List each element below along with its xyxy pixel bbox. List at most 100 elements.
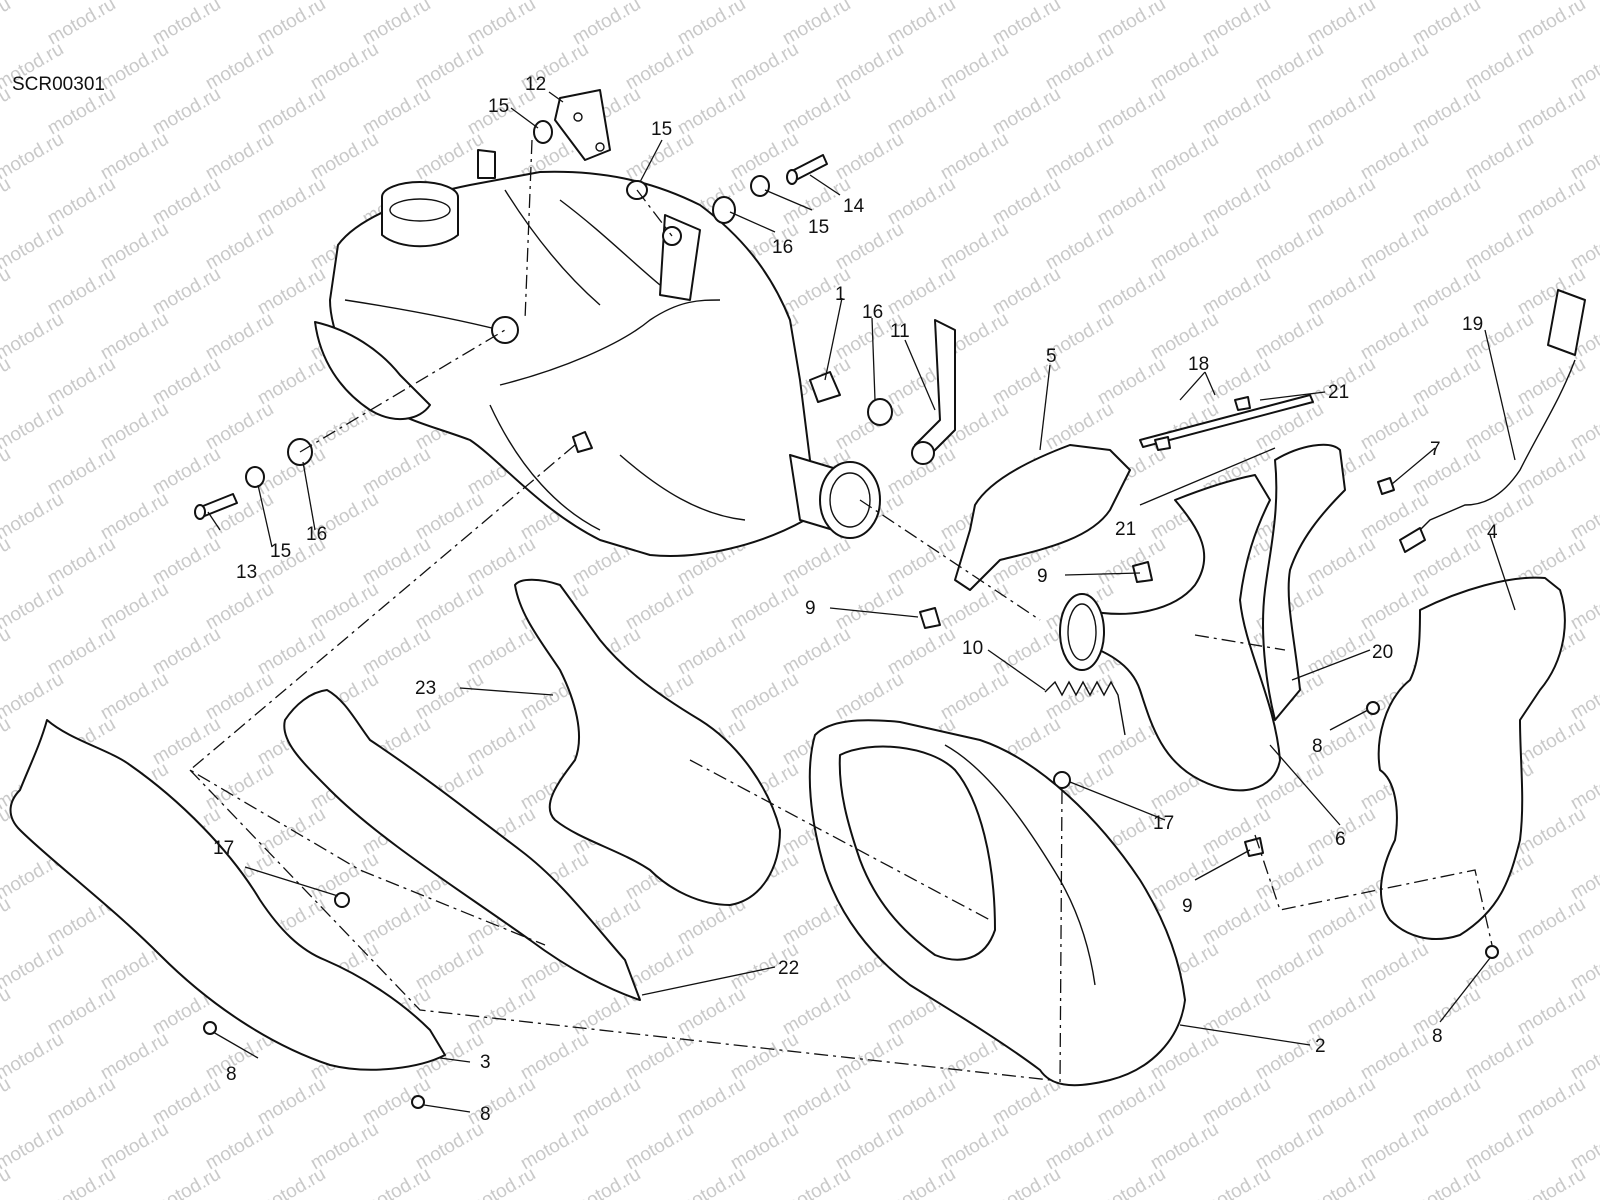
assembly-guide-lines: [188, 139, 1493, 1086]
callout-20: 20: [1372, 642, 1393, 663]
heat-shield-5: [954, 444, 1131, 591]
watermark-text: motod.ru: [989, 1164, 1064, 1200]
callout-13: 13: [236, 562, 257, 583]
watermark-text: motod.ru: [1304, 1164, 1379, 1200]
watermark-text: motod.ru: [254, 1164, 329, 1200]
watermark-text: motod.ru: [0, 579, 67, 635]
watermark-text: motod.ru: [0, 624, 14, 680]
grommet-17-b: [334, 892, 350, 908]
callout-17-left: 17: [213, 838, 234, 859]
callout-19: 19: [1462, 314, 1483, 335]
callout-21-left: 21: [1115, 519, 1136, 540]
watermark-text: motod.ru: [1567, 489, 1600, 545]
watermark-text: motod.ru: [359, 1164, 434, 1200]
callout-1: 1: [835, 284, 846, 305]
screw-8-a: [1366, 701, 1380, 715]
watermark-text: motod.ru: [1567, 39, 1600, 95]
callout-15-left: 15: [270, 541, 291, 562]
watermark-text: motod.ru: [1567, 849, 1600, 905]
watermark-text: motod.ru: [1514, 1164, 1589, 1200]
spring-10: [1044, 680, 1126, 736]
callout-10: 10: [962, 638, 983, 659]
screw-8-c: [203, 1021, 217, 1035]
callout-8-bottom: 8: [480, 1104, 491, 1125]
watermark-text: motod.ru: [1199, 1164, 1274, 1200]
watermark-text: motod.ru: [0, 669, 67, 725]
watermark-text: motod.ru: [1567, 759, 1600, 815]
watermark-text: motod.ru: [0, 1029, 67, 1085]
left-fairing-3: [9, 719, 446, 1071]
washer-15-c: [245, 466, 265, 488]
watermark-text: motod.ru: [0, 1074, 14, 1130]
watermark-text: motod.ru: [1094, 1164, 1169, 1200]
callout-15-top-right: 15: [808, 217, 829, 238]
watermark-text: motod.ru: [569, 1164, 644, 1200]
callout-9-mid: 9: [1037, 566, 1048, 587]
watermark-text: motod.ru: [779, 1164, 854, 1200]
fasteners: [194, 89, 1499, 1109]
washer-15-b: [750, 175, 770, 197]
callout-labels: 12 15 15 14 16 15 1 16 11 5 18 21 21 7 1…: [213, 74, 1498, 1125]
watermark-text: motod.ru: [0, 534, 14, 590]
watermark-text: motod.ru: [1567, 669, 1600, 725]
watermark-text: motod.ru: [1567, 939, 1600, 995]
watermark-text: motod.ru: [0, 489, 67, 545]
callout-16-left: 16: [306, 524, 327, 545]
callout-22: 22: [778, 958, 799, 979]
callout-3: 3: [480, 1052, 491, 1073]
callout-9-left: 9: [805, 598, 816, 619]
callout-16-mid: 16: [862, 302, 883, 323]
exhaust-header-6: [1059, 394, 1346, 792]
callout-5: 5: [1046, 346, 1057, 367]
nut-7: [1377, 477, 1395, 495]
watermark-text: motod.ru: [0, 174, 14, 230]
callout-leaders: [207, 91, 1516, 1113]
watermark-text: motod.ru: [149, 1164, 224, 1200]
grommet-17-a: [1053, 771, 1071, 789]
callout-17-mid: 17: [1153, 813, 1174, 834]
callout-12: 12: [525, 74, 546, 95]
watermark-text: motod.ru: [0, 1119, 67, 1175]
washer-15-top: [533, 120, 553, 144]
callout-15-top-mid: 15: [651, 119, 672, 140]
callout-16-top: 16: [772, 237, 793, 258]
watermark-text: motod.ru: [0, 444, 14, 500]
callout-15-top-left: 15: [488, 96, 509, 117]
watermark-text: motod.ru: [0, 0, 67, 4]
watermark-text: motod.ru: [0, 399, 67, 455]
watermark-text: motod.ru: [884, 1164, 959, 1200]
callout-4: 4: [1487, 522, 1498, 543]
muffler-body: [314, 149, 881, 557]
watermark-text: motod.ru: [674, 1164, 749, 1200]
callout-18: 18: [1188, 354, 1209, 375]
heat-shield-23: [514, 578, 781, 906]
watermark-text: motod.ru: [0, 129, 67, 185]
watermark-text: motod.ru: [0, 309, 67, 365]
oxygen-sensor-19: [1399, 289, 1586, 553]
callout-9-bottom: 9: [1182, 896, 1193, 917]
watermark-text: motod.ru: [1567, 579, 1600, 635]
side-fairing-22: [283, 689, 641, 1001]
callout-7: 7: [1430, 439, 1441, 460]
bracket-12: [554, 89, 611, 161]
callout-21-top: 21: [1328, 382, 1349, 403]
watermark-text: motod.ru: [464, 1164, 539, 1200]
watermark-text: motod.ru: [1567, 129, 1600, 185]
watermark-text: motod.ru: [1567, 399, 1600, 455]
watermark-text: motod.ru: [0, 894, 14, 950]
watermark-text: motod.ru: [0, 0, 14, 49]
watermark-text: motod.ru: [0, 264, 14, 320]
diagram-code: SCR00301: [12, 74, 105, 95]
screw-8-b: [1485, 945, 1499, 959]
callout-8-right-top: 8: [1312, 736, 1323, 757]
watermark-text: motod.ru: [0, 714, 14, 770]
screw-8-d: [411, 1095, 425, 1109]
watermark-text: motod.ru: [1567, 219, 1600, 275]
callout-6: 6: [1335, 829, 1346, 850]
callout-14: 14: [843, 196, 865, 217]
watermark-text: motod.ru: [1567, 1119, 1600, 1175]
callout-2: 2: [1315, 1036, 1326, 1057]
callout-8-left: 8: [226, 1064, 237, 1085]
clip-9-b: [1132, 561, 1153, 583]
